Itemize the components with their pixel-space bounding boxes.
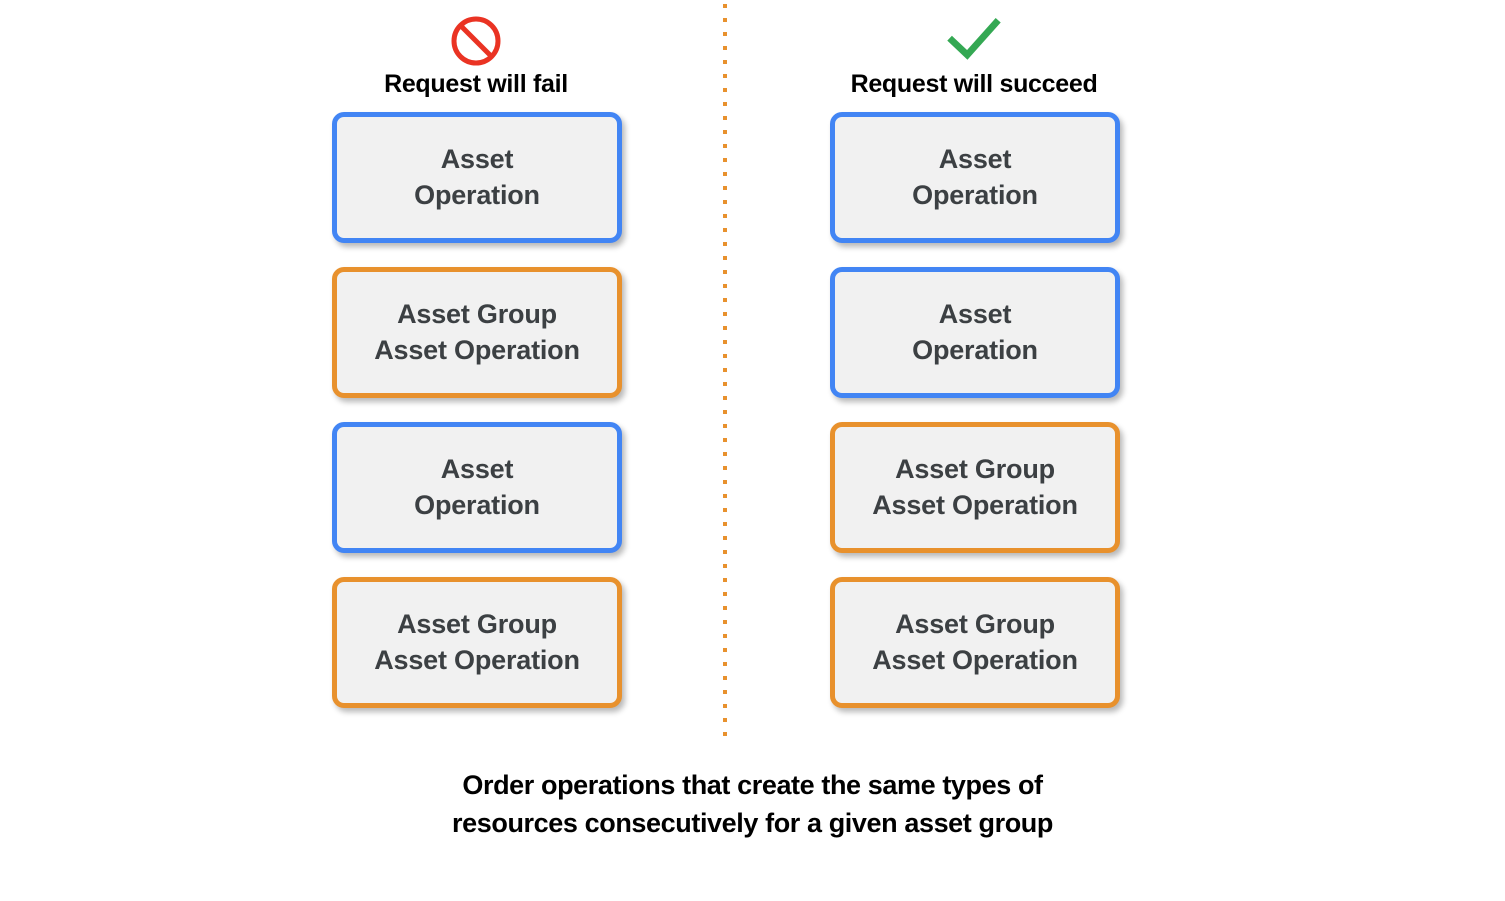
fail-operation-stack: Asset Operation Asset Group Asset Operat… — [332, 112, 622, 708]
operation-box-label: Asset Operation — [912, 298, 1038, 365]
operation-box-label: Asset Group Asset Operation — [374, 608, 580, 675]
diagram-caption: Order operations that create the same ty… — [452, 770, 1053, 839]
operation-box-label: Asset Group Asset Operation — [374, 298, 580, 365]
operation-box-label: Asset Operation — [414, 453, 540, 520]
operation-box[interactable]: Asset Group Asset Operation — [830, 577, 1120, 708]
operation-box[interactable]: Asset Operation — [830, 267, 1120, 398]
vertical-dotted-divider — [723, 4, 727, 736]
succeed-column-title: Request will succeed — [850, 70, 1098, 98]
succeed-operation-stack: Asset Operation Asset Operation Asset Gr… — [830, 112, 1120, 708]
operation-box-label: Asset Operation — [414, 143, 540, 210]
operation-box-label: Asset Group Asset Operation — [872, 608, 1078, 675]
operation-box[interactable]: Asset Group Asset Operation — [830, 422, 1120, 553]
operation-box[interactable]: Asset Group Asset Operation — [332, 267, 622, 398]
operation-box[interactable]: Asset Operation — [830, 112, 1120, 243]
check-icon — [947, 18, 1001, 60]
operation-box-label: Asset Operation — [912, 143, 1038, 210]
operation-box[interactable]: Asset Operation — [332, 112, 622, 243]
succeed-column-header: Request will succeed — [824, 14, 1124, 97]
operation-box[interactable]: Asset Group Asset Operation — [332, 577, 622, 708]
fail-column-title: Request will fail — [384, 70, 568, 98]
prohibition-icon — [451, 16, 501, 66]
operation-box-label: Asset Group Asset Operation — [872, 453, 1078, 520]
fail-column-header: Request will fail — [326, 14, 626, 97]
operation-box[interactable]: Asset Operation — [332, 422, 622, 553]
